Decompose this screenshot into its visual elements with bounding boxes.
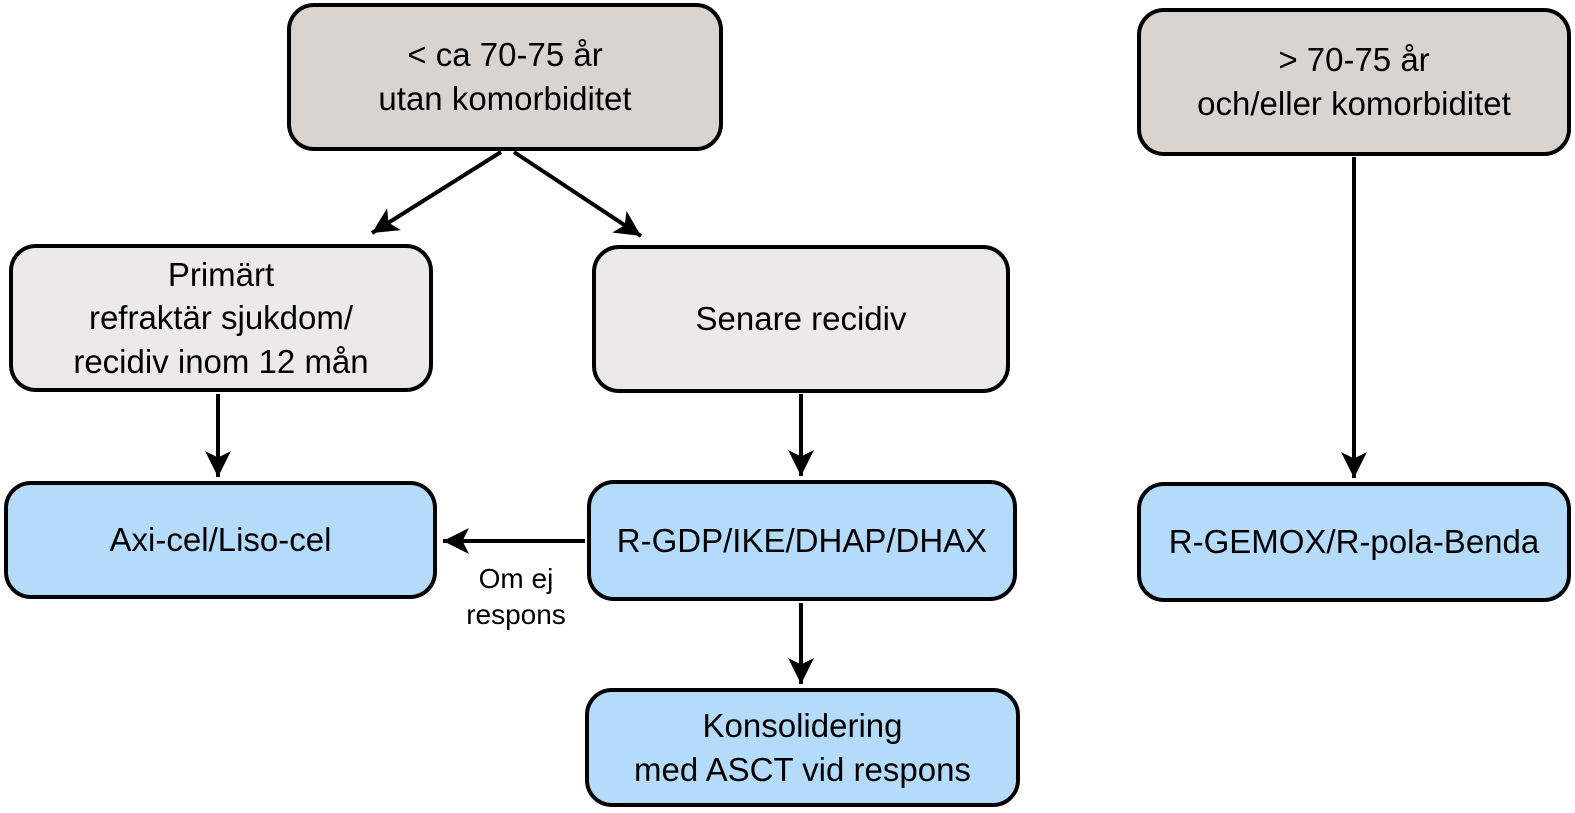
node-text-line: < ca 70-75 år [407, 36, 603, 74]
node-text-line: recidiv inom 12 mån [73, 342, 369, 380]
edge-age-young-to-primary-refractory [370, 150, 503, 235]
edge-label-om-ej-respons: Om ej respons [436, 561, 596, 633]
node-text-line: utan komorbiditet [378, 80, 632, 117]
edge-age-young-to-late-relapse [512, 150, 643, 238]
node-text-line: refraktär sjukdom/ [88, 299, 354, 337]
node-late-relapse: Senare recidiv [592, 245, 1010, 393]
node-rgdp-ike-dhap-dhax: R-GDP/IKE/DHAP/DHAX [587, 480, 1017, 601]
node-age-old: > 70-75 år och/eller komorbiditet [1137, 8, 1571, 156]
node-text-line: > 70-75 år [1278, 41, 1430, 79]
node-text-line: Axi-cel/Liso-cel [109, 521, 332, 559]
node-primary-refractory: Primärt refraktär sjukdom/ recidiv inom … [9, 244, 433, 392]
node-rgemox-rpola-benda: R-GEMOX/R-pola-Benda [1137, 482, 1571, 602]
node-text-line: och/eller komorbiditet [1197, 85, 1511, 122]
node-axicel-lisocel: Axi-cel/Liso-cel [4, 481, 437, 599]
node-text-line: R-GDP/IKE/DHAP/DHAX [616, 521, 988, 559]
node-text-line: med ASCT vid respons [634, 750, 971, 788]
node-text-line: Primärt [167, 255, 275, 293]
node-age-young: < ca 70-75 år utan komorbiditet [287, 3, 723, 151]
node-text-line: R-GEMOX/R-pola-Benda [1168, 523, 1540, 561]
node-konsolidering-asct: Konsolidering med ASCT vid respons [585, 688, 1020, 807]
edge-label-line: Om ej [478, 563, 554, 594]
node-text-line: Senare recidiv [695, 300, 907, 338]
node-text-line: Konsolidering [702, 706, 903, 744]
edge-label-line: respons [466, 598, 566, 630]
